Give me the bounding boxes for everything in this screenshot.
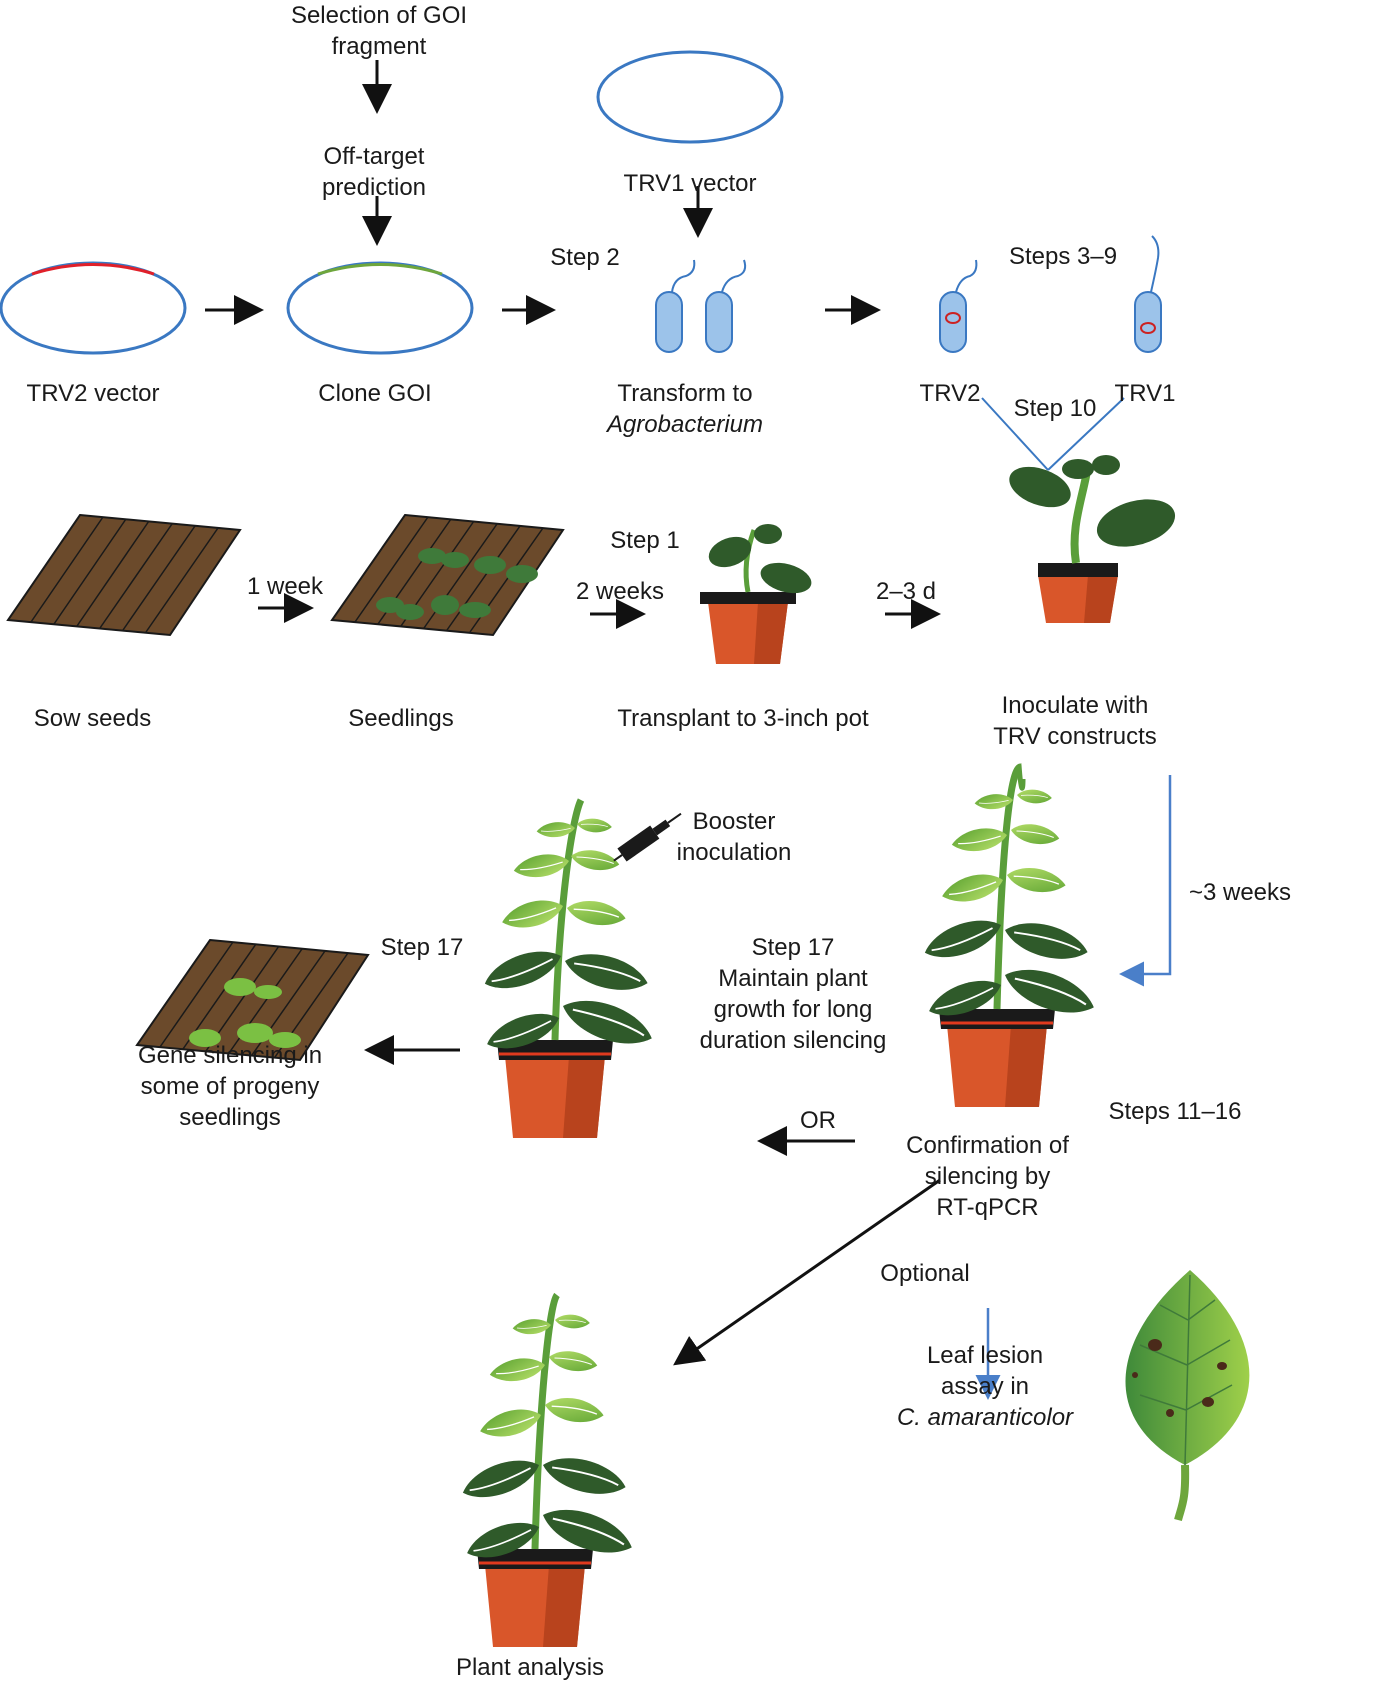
trv2-insert-segment (31, 263, 155, 276)
inoculate-line-1: Inoculate with (1001, 692, 1149, 719)
selection-line-2: fragment (331, 33, 427, 60)
offtarget-label: Off-target prediction (274, 141, 474, 203)
trv1-vector-ring (596, 50, 784, 144)
one-week-label: 1 week (246, 573, 324, 600)
step1-label: Step 1 (610, 527, 680, 554)
leaf-assay-line-2: assay in (940, 1373, 1030, 1400)
inoculate-label: Inoculate with TRV constructs (975, 690, 1175, 752)
selection-line-1: Selection of GOI (290, 2, 468, 29)
goi-insert-segment (317, 263, 443, 276)
offtarget-line-1: Off-target (323, 143, 425, 170)
confirmation-line-1: Confirmation of (906, 1132, 1069, 1159)
booster-line-1: Booster (692, 808, 776, 835)
leaf-assay-line-1: Leaf lesion (926, 1342, 1044, 1369)
transplant-label: Transplant to 3-inch pot (617, 705, 869, 732)
optional-label: Optional (880, 1260, 970, 1287)
gene-silencing-line-1: Gene silencing in (137, 1042, 323, 1069)
trv1-mix-line (1047, 397, 1125, 471)
or-label: OR (800, 1107, 836, 1134)
trv1-label: TRV1 (1114, 380, 1176, 407)
step10-label: Step 10 (1013, 395, 1097, 422)
steps11-16-label: Steps 11–16 (1108, 1098, 1242, 1125)
leaf-assay-label: Leaf lesion assay in C. amaranticolor (880, 1340, 1090, 1433)
gene-silencing-line-2: some of progeny (140, 1073, 320, 1100)
arrow-to-plant-analysis (673, 1178, 941, 1366)
analysis-plant-icon (456, 1292, 639, 1649)
trv2-vector-ring (0, 261, 187, 355)
step17-mid-line-2: Maintain plant (718, 965, 868, 992)
gene-silencing-label: Gene silencing in some of progeny seedli… (120, 1040, 340, 1133)
sow-seeds-label: Sow seeds (33, 705, 152, 732)
trv2-vector-label: TRV2 vector (26, 380, 160, 407)
gene-silencing-line-3: seedlings (179, 1104, 281, 1131)
step2-label: Step 2 (550, 244, 620, 271)
trv1-vector-label: TRV1 vector (623, 170, 757, 197)
sow-seeds-tray-icon (6, 513, 242, 637)
step17-mid-line-4: duration silencing (699, 1027, 887, 1054)
plant-analysis-label: Plant analysis (455, 1654, 605, 1681)
progeny-seedlings-tray-icon (135, 938, 370, 1062)
agrobacterium-text: Agrobacterium (606, 411, 764, 438)
step17-maintain-label: Step 17 Maintain plant growth for long d… (688, 932, 898, 1056)
trv2-mix-line (981, 397, 1049, 471)
seedlings-tray-icon (330, 513, 565, 637)
confirmation-line-3: RT-qPCR (936, 1194, 1039, 1221)
silenced-plant-icon (918, 763, 1101, 1109)
offtarget-line-2: prediction (321, 174, 427, 201)
transform-label: Transform to Agrobacterium (590, 378, 780, 440)
clone-goi-label: Clone GOI (318, 380, 432, 407)
booster-plant-icon (478, 798, 659, 1140)
clone-goi-ring (286, 261, 474, 355)
booster-line-2: inoculation (676, 839, 792, 866)
three-weeks-arrow (1119, 775, 1172, 987)
trv1-agro-strain-icon (1134, 235, 1162, 353)
seedlings-label: Seedlings (348, 705, 454, 732)
selection-goi-label: Selection of GOI fragment (254, 0, 504, 62)
trv2-label: TRV2 (919, 380, 981, 407)
small-potted-plant-icon (700, 524, 812, 664)
step17-left-label: Step 17 (380, 934, 464, 961)
three-weeks-label: ~3 weeks (1188, 879, 1292, 906)
two-three-days-label: 2–3 d (875, 578, 937, 605)
two-weeks-label: 2 weeks (575, 578, 665, 605)
agrobacterium-cells-icon (655, 259, 747, 353)
lesion-leaf-icon (1125, 1270, 1250, 1522)
syringe-icon (613, 812, 682, 862)
confirmation-label: Confirmation of silencing by RT-qPCR (890, 1130, 1085, 1223)
transform-line-1: Transform to (617, 380, 753, 407)
step17-mid-line-1: Step 17 (751, 934, 835, 961)
c-amaranticolor-text: C. amaranticolor (896, 1404, 1074, 1431)
inoculate-line-2: TRV constructs (993, 723, 1157, 750)
steps3-9-label: Steps 3–9 (1008, 243, 1118, 270)
booster-label: Booster inoculation (664, 806, 804, 868)
inoculated-plant-icon (1009, 455, 1176, 623)
trv2-agro-strain-icon (939, 259, 978, 353)
step17-mid-line-3: growth for long (713, 996, 873, 1023)
confirmation-line-2: silencing by (924, 1163, 1051, 1190)
